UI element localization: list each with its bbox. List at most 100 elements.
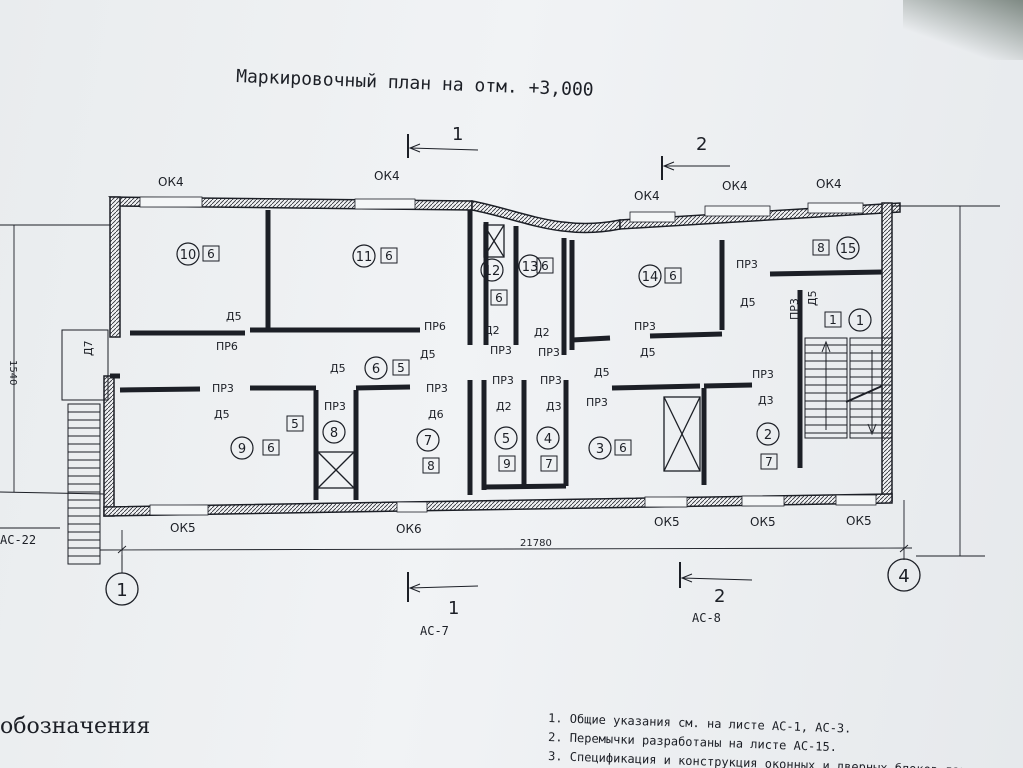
room-code: 1 xyxy=(829,313,837,327)
room-number: 1 xyxy=(856,314,864,329)
room-code: 8 xyxy=(427,459,435,473)
door-label: Д5 xyxy=(806,290,819,306)
svg-text:1: 1 xyxy=(448,598,459,619)
door-label: Д2 xyxy=(534,326,550,339)
door-label: Д2 xyxy=(496,400,512,413)
door-label: Д5 xyxy=(740,296,756,309)
room-number: 4 xyxy=(544,432,552,447)
window-label-top: ОК4 xyxy=(158,175,184,189)
room-number: 3 xyxy=(596,442,604,457)
room-marker: 47 xyxy=(536,426,560,472)
room-code: 5 xyxy=(291,417,299,431)
dimension-lines xyxy=(0,205,1000,570)
note-3: 3. Спецификация и конструкция оконных и … xyxy=(548,749,967,768)
ventilation-shafts xyxy=(317,224,701,489)
room-number: 13 xyxy=(522,260,539,275)
door-label: Д3 xyxy=(546,400,562,413)
window-label-top: ОК4 xyxy=(374,169,400,183)
room-marker: 14 6 xyxy=(638,264,682,288)
room-number: 11 xyxy=(356,250,373,265)
svg-text:АС-7: АС-7 xyxy=(420,624,449,638)
door-label: Д5 xyxy=(640,346,656,359)
door-label: ПР3 xyxy=(586,396,608,409)
room-code: 6 xyxy=(669,269,677,283)
window-label-bottom: ОК5 xyxy=(654,515,680,529)
room-marker: 78 xyxy=(416,428,440,474)
room-code: 8 xyxy=(817,241,825,255)
side-reference: АС-22 xyxy=(0,533,36,547)
room-number: 15 xyxy=(840,242,857,257)
general-notes: 1. Общие указания см. на листе АС-1, АС-… xyxy=(548,711,967,768)
room-code: 6 xyxy=(267,441,275,455)
interior-walls xyxy=(110,210,883,500)
room-code: 6 xyxy=(207,247,215,261)
window-label-top: ОК4 xyxy=(816,177,842,191)
door-label: Д7 xyxy=(82,340,95,356)
door-label: ПР3 xyxy=(324,400,346,413)
door-label: Д5 xyxy=(420,348,436,361)
axis-marker-4: 4 xyxy=(887,558,921,592)
room-code: 6 xyxy=(541,259,549,273)
room-number: 2 xyxy=(764,428,772,443)
room-marker: 85 xyxy=(286,415,346,444)
door-label: ПР3 xyxy=(540,374,562,387)
window-openings xyxy=(139,196,877,516)
room-marker: 27 xyxy=(756,422,780,470)
room-number: 8 xyxy=(330,426,338,441)
door-label: Д2 xyxy=(484,324,500,337)
window-label-top: ОК4 xyxy=(722,179,748,193)
room-code: 5 xyxy=(397,361,405,375)
window-label-bottom: ОК5 xyxy=(170,521,196,535)
overall-dimension: 21780 xyxy=(520,538,552,549)
door-label: Д3 xyxy=(758,394,774,407)
legend-title: обозначения xyxy=(0,714,150,739)
section-marker-bottom-1: 1 АС-7 xyxy=(407,572,479,638)
door-label: Д5 xyxy=(214,408,230,421)
door-label: Д5 xyxy=(226,310,242,323)
door-label: ПР3 xyxy=(788,298,801,320)
svg-text:2: 2 xyxy=(714,586,725,607)
svg-text:2: 2 xyxy=(696,134,707,155)
room-number: 10 xyxy=(180,248,197,263)
door-label: ПР3 xyxy=(634,320,656,333)
section-marker-top-2: 2 xyxy=(661,134,730,180)
room-marker: 15 8 xyxy=(812,236,860,260)
section-marker-top-1: 1 xyxy=(407,124,479,158)
room-number: 14 xyxy=(642,270,659,285)
room-marker: 59 xyxy=(494,426,518,472)
room-code: 9 xyxy=(503,457,511,471)
door-label: ПР3 xyxy=(538,346,560,359)
svg-text:1: 1 xyxy=(452,124,463,145)
room-code: 6 xyxy=(495,291,503,305)
door-label: ПР3 xyxy=(426,382,448,395)
door-label: ПР3 xyxy=(736,258,758,271)
plan-title: Маркировочный план на отм. +3,000 xyxy=(236,66,594,101)
room-number: 6 xyxy=(372,362,380,377)
room-code: 6 xyxy=(385,249,393,263)
room-code: 7 xyxy=(765,455,773,469)
window-label-bottom: ОК6 xyxy=(396,522,422,536)
svg-text:АС-8: АС-8 xyxy=(692,611,721,625)
room-marker: 11 xyxy=(824,308,872,332)
svg-text:1: 1 xyxy=(116,580,127,601)
door-label: Д5 xyxy=(594,366,610,379)
left-dimension: 1540 xyxy=(7,360,18,385)
window-label-bottom: ОК5 xyxy=(750,515,776,529)
room-marker: 10 6 xyxy=(176,242,220,266)
section-marker-bottom-2: 2 АС-8 xyxy=(679,562,753,625)
room-number: 12 xyxy=(484,264,501,279)
room-marker: 12 6 xyxy=(480,258,508,306)
room-number: 5 xyxy=(502,432,510,447)
door-label: Д6 xyxy=(428,408,444,421)
page-edge-shadow xyxy=(903,0,1023,60)
staircase xyxy=(804,337,893,439)
door-label: ПР3 xyxy=(212,382,234,395)
door-label: ПР6 xyxy=(424,320,446,333)
